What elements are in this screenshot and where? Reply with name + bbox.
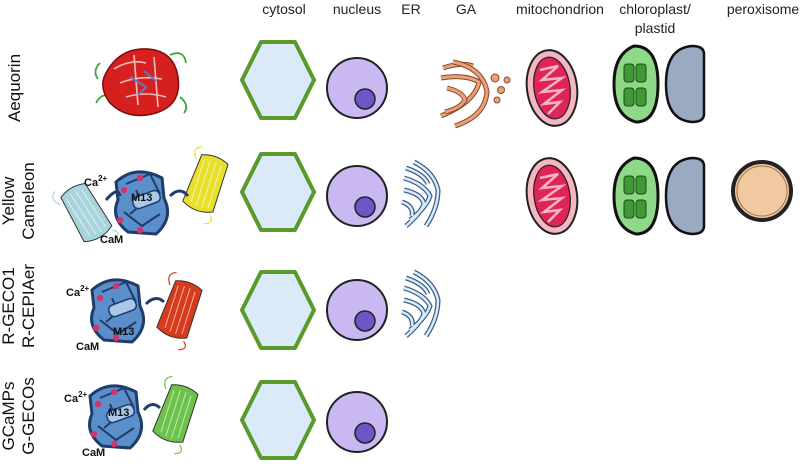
yc-chloroplast [612,156,660,236]
aequorin-structure [94,48,188,117]
row-label-yellow-cameleon: Yellow Cameleon [0,162,38,240]
aequorin-chloroplast [612,44,660,124]
row-label-gcamp-line1: GCaMPs [0,382,18,451]
yellow-cameleon-structure: Ca2+ M13 CaM [49,144,235,258]
gcamp-cytosol [240,380,316,460]
yc-peroxisome [731,160,793,222]
rgeco-cam-label: CaM [76,341,99,353]
row-label-rgeco-line1: R-GECO1 [0,267,18,344]
gcamp-cam-label: CaM [82,447,105,459]
yc-nucleus [326,165,388,227]
rfp-barrel [146,270,209,353]
aequorin-ga [441,62,510,126]
header-ga: GA [456,1,477,17]
row-label-gcamp-line2: G-GECOs [19,377,38,454]
aequorin-cytosol [240,40,316,120]
yc-ca-label: Ca2+ [84,174,108,189]
header-nucleus: nucleus [333,1,381,17]
header-plastid: plastid [635,20,675,36]
rgeco-ca-label: Ca2+ [66,284,90,299]
rgeco-er [402,272,438,336]
gcamp-m13-label: M13 [108,407,129,419]
header-er: ER [401,1,420,17]
row-label-rgeco-line2: R-CEPIAer [19,264,38,348]
yc-er [402,162,438,226]
yc-mitochondrion [520,153,584,239]
yc-cam-label: CaM [100,234,123,246]
header-mitochondrion: mitochondrion [516,1,604,17]
row-label-yc-line2: Cameleon [19,162,38,240]
gcamp-structure: Ca2+ M13 CaM [64,374,205,459]
rgeco-nucleus [326,279,388,341]
gcamp-ca-label: Ca2+ [64,390,88,405]
yfp-barrel [172,144,235,227]
row-label-aequorin: Aequorin [5,54,24,122]
rgeco-structure: Ca2+ M13 CaM [66,270,209,353]
row-label-yc-line1: Yellow [0,176,18,225]
aequorin-mitochondrion [520,45,584,131]
header-cytosol: cytosol [262,1,306,17]
row-label-rgeco: R-GECO1 R-CEPIAer [0,264,38,348]
aequorin-plastid [664,44,706,124]
aequorin-nucleus [326,57,388,119]
row-label-gcamp: GCaMPs G-GECOs [0,377,38,454]
yc-m13-label: M13 [131,192,152,204]
rgeco-m13-label: M13 [113,326,134,338]
gcamp-nucleus [326,391,388,453]
yc-cytosol [240,152,316,232]
header-peroxisome: peroxisome [727,1,800,17]
gfp-barrel [142,374,205,457]
rgeco-cytosol [240,270,316,350]
header-chloroplast: chloroplast/ [619,1,691,17]
yc-plastid [664,156,706,236]
